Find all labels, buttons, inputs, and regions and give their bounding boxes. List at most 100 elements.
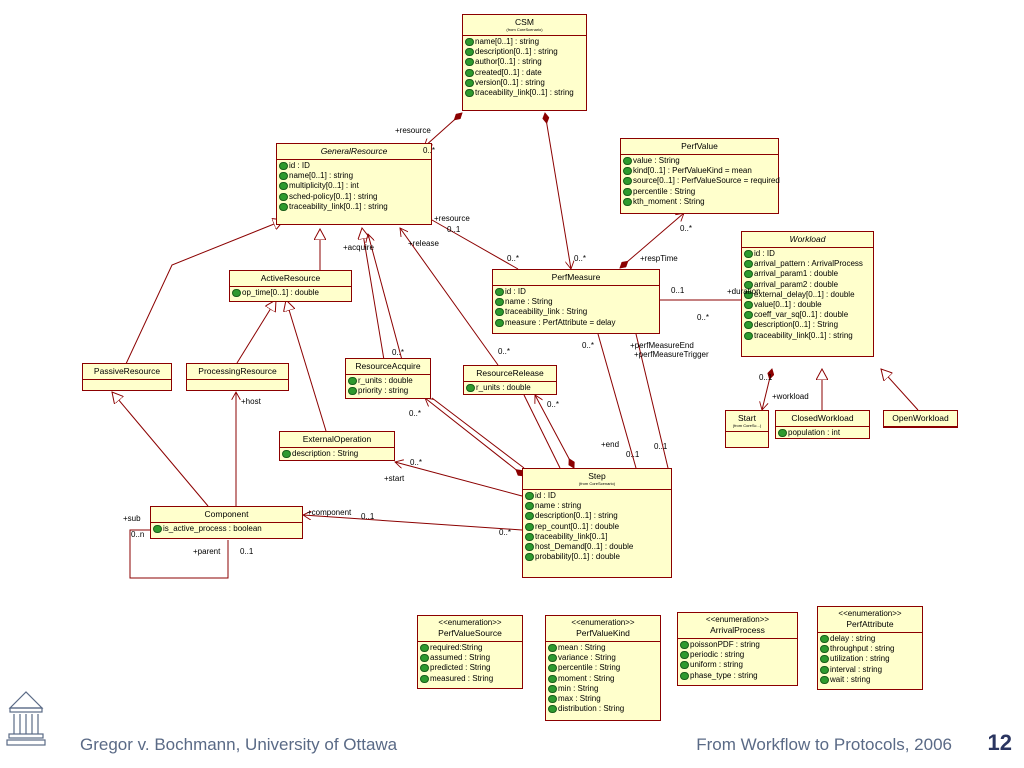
class-name: ArrivalProcess	[710, 625, 765, 635]
multiplicity-label: 0..*	[499, 528, 512, 537]
class-header: GeneralResource	[277, 144, 431, 160]
attribute-text: priority : string	[358, 386, 409, 396]
class-component: Component is_active_process : boolean	[150, 506, 303, 539]
attribute-row: source[0..1] : PerfValueSource = require…	[623, 176, 780, 186]
class-name: Step	[588, 471, 606, 481]
class-name: GeneralResource	[320, 146, 388, 156]
class-name: PerfAttribute	[846, 619, 894, 629]
attribute-text: external_delay[0..1] : double	[754, 289, 855, 299]
multiplicity-label: 0..*	[582, 341, 595, 350]
attribute-icon	[525, 492, 534, 501]
class-name: CSM	[515, 17, 534, 27]
attribute-text: population : int	[788, 428, 841, 438]
attribute-icon	[623, 187, 632, 196]
assoc-general-perfmeasure	[431, 219, 519, 270]
attribute-text: author[0..1] : string	[475, 57, 542, 67]
attribute-row: value[0..1] : double	[744, 300, 871, 310]
class-passive-resource: PassiveResource	[82, 363, 172, 391]
assoc-step-release-b	[523, 394, 561, 469]
attribute-row: op_time[0..1] : double	[232, 288, 349, 298]
attribute-text: periodic : string	[690, 650, 745, 660]
attribute-text: wait : string	[830, 674, 871, 684]
attribute-row: multiplicity[0..1] : int	[279, 181, 429, 191]
attribute-row: name[0..1] : string	[279, 171, 429, 181]
attribute-row: utilization : string	[820, 654, 920, 664]
attribute-icon	[465, 58, 474, 67]
class-name: Component	[204, 509, 249, 519]
role-label: +perfMeasureEnd	[630, 341, 694, 350]
attribute-icon	[744, 311, 753, 320]
multiplicity-label: 0..*	[574, 254, 587, 263]
attribute-text: distribution : String	[558, 704, 625, 714]
class-attributes: is_active_process : boolean	[151, 523, 302, 536]
footer-author: Gregor v. Bochmann, University of Ottawa	[80, 735, 398, 754]
attribute-text: is_active_process : boolean	[163, 524, 262, 534]
attribute-text: r_units : double	[476, 383, 531, 393]
attribute-icon	[744, 331, 753, 340]
attribute-icon	[744, 321, 753, 330]
attribute-row: probability[0..1] : double	[525, 552, 669, 562]
attribute-text: version[0..1] : string	[475, 77, 545, 87]
class-header: <<enumeration>>PerfValueSource	[418, 616, 522, 642]
attribute-text: description[0..1] : string	[535, 511, 618, 521]
attribute-row: arrival_param2 : double	[744, 280, 871, 290]
attribute-text: percentile : String	[633, 186, 696, 196]
attribute-text: traceability_link[0..1] : string	[289, 201, 388, 211]
attribute-row: measure : PerfAttribute = delay	[495, 318, 657, 328]
assoc-step-external	[395, 462, 523, 497]
attribute-icon	[465, 89, 474, 98]
attribute-icon	[465, 38, 474, 47]
attribute-text: arrival_param2 : double	[754, 279, 839, 289]
attribute-row: traceability_link : String	[495, 307, 657, 317]
attribute-row: traceability_link[0..1]	[525, 532, 669, 542]
attribute-row: id : ID	[495, 287, 657, 297]
role-label: +workload	[772, 392, 809, 401]
attribute-row: name[0..1] : string	[465, 37, 584, 47]
attribute-row: name : string	[525, 501, 669, 511]
gen-passive-general	[124, 220, 284, 367]
attribute-row: arrival_pattern : ArrivalProcess	[744, 259, 871, 269]
assoc-release-general	[400, 228, 499, 366]
multiplicity-label: 0..*	[423, 146, 436, 155]
assoc-acquire-general	[368, 234, 403, 361]
attribute-row: id : ID	[279, 161, 429, 171]
attribute-text: coeff_var_sq[0..1] : double	[754, 310, 849, 320]
class-attributes	[726, 432, 768, 435]
attribute-row: variance : String	[548, 653, 658, 663]
attribute-text: name : string	[535, 501, 582, 511]
attribute-row: coeff_var_sq[0..1] : double	[744, 310, 871, 320]
class-header: PerfMeasure	[493, 270, 659, 286]
class-attributes: r_units : double	[464, 382, 556, 395]
assoc-step-release	[535, 395, 574, 468]
class-attributes	[884, 427, 957, 430]
attribute-row: mean : String	[548, 643, 658, 653]
attribute-row: percentile : String	[548, 663, 658, 673]
multiplicity-label: 0..*	[680, 224, 693, 233]
attribute-row: rep_count[0..1] : double	[525, 522, 669, 532]
attribute-icon	[525, 522, 534, 531]
attribute-icon	[420, 654, 429, 663]
class-attributes	[187, 380, 288, 383]
attribute-text: name : String	[505, 297, 553, 307]
attribute-text: description : String	[292, 449, 359, 459]
attribute-icon	[820, 665, 829, 674]
attribute-icon	[348, 377, 357, 386]
attribute-row: description[0..1] : String	[744, 320, 871, 330]
class-stereotype: <<enumeration>>	[705, 615, 770, 624]
multiplicity-label: 0..*	[547, 400, 560, 409]
attribute-row: kth_moment : String	[623, 197, 776, 207]
attribute-icon	[820, 635, 829, 644]
class-header: CSM(from CoreScenario)	[463, 15, 586, 36]
class-name: Start	[738, 413, 756, 423]
class-header: <<enumeration>>PerfAttribute	[818, 607, 922, 633]
